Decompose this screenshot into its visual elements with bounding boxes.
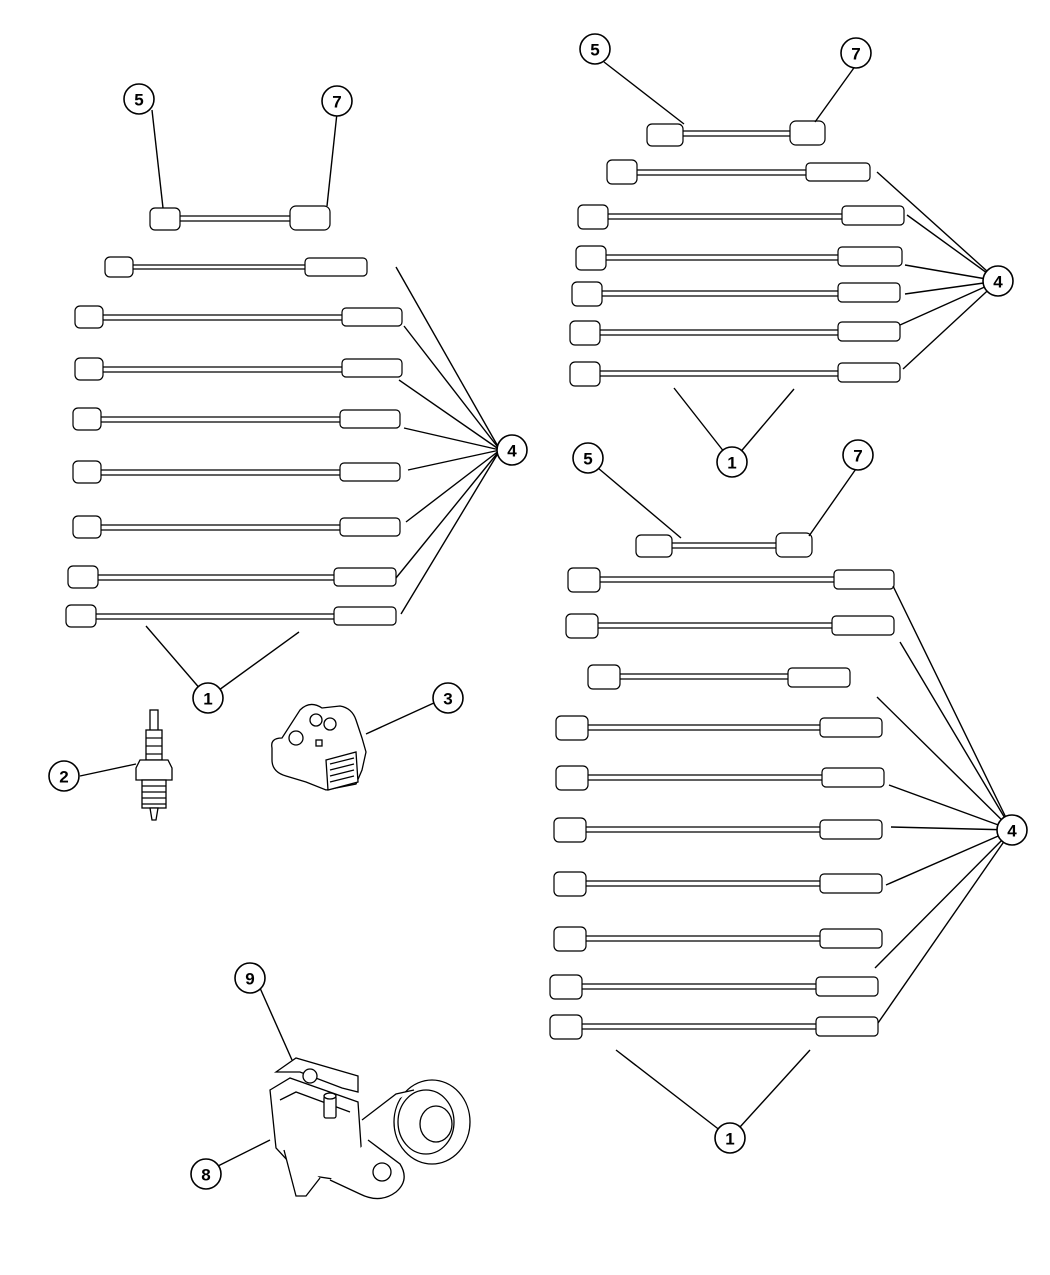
callout-9: 9 <box>234 962 266 994</box>
spark-plug-wire <box>587 664 851 690</box>
callout-7-bottom-right: 7 <box>842 439 874 471</box>
svg-text:9: 9 <box>245 970 254 989</box>
callout-1-left: 1 <box>192 682 224 714</box>
callout-3: 3 <box>432 682 464 714</box>
callout-8: 8 <box>190 1158 222 1190</box>
spark-plug-wire <box>567 567 895 593</box>
callout-7-top-right: 7 <box>840 37 872 69</box>
spark-plug-wire <box>72 407 401 431</box>
spark-plug-wire <box>571 281 901 307</box>
svg-text:7: 7 <box>853 447 862 466</box>
svg-text:1: 1 <box>725 1130 734 1149</box>
spark-plug-wire <box>555 715 883 741</box>
svg-text:1: 1 <box>727 454 736 473</box>
ignition-coil-assembly <box>217 987 471 1200</box>
svg-text:4: 4 <box>1007 822 1017 841</box>
svg-text:7: 7 <box>851 45 860 64</box>
callout-1-top-right: 1 <box>716 446 748 478</box>
callout-4-bottom-right: 4 <box>996 814 1028 846</box>
svg-text:3: 3 <box>443 690 452 709</box>
spark-plug-wire <box>553 926 883 952</box>
spark-plug-wire <box>65 604 397 628</box>
spark-plug-wire <box>72 515 401 539</box>
svg-text:2: 2 <box>59 768 68 787</box>
svg-text:4: 4 <box>993 273 1003 292</box>
wire-separator <box>271 701 437 791</box>
spark-plug-wire <box>577 204 905 230</box>
left-wire-set <box>65 109 501 699</box>
svg-text:5: 5 <box>590 41 599 60</box>
coil-wire-left <box>149 205 331 231</box>
callout-7-left: 7 <box>321 85 353 117</box>
bottom-right-wire-set <box>549 465 1013 1139</box>
callout-2: 2 <box>48 760 80 792</box>
svg-text:8: 8 <box>201 1166 210 1185</box>
callout-5-top-right: 5 <box>579 33 611 65</box>
svg-text:5: 5 <box>583 450 592 469</box>
spark-plug-wire <box>565 613 895 639</box>
spark-plug-wire <box>553 871 883 897</box>
top-right-wire-set <box>569 61 999 463</box>
spark-plug-wire <box>67 565 397 589</box>
spark-plug-wire <box>569 361 901 387</box>
spark-plug-wire <box>74 305 403 329</box>
callout-5-bottom-right: 5 <box>572 442 604 474</box>
spark-plug-wire <box>555 765 885 791</box>
spark-plug-wire <box>606 159 871 185</box>
spark-plug-wire <box>549 1014 879 1040</box>
spark-plug-wire <box>553 817 883 843</box>
callout-1-bottom-right: 1 <box>714 1122 746 1154</box>
svg-text:1: 1 <box>203 690 212 709</box>
spark-plug-wire <box>74 357 403 381</box>
svg-text:4: 4 <box>507 442 517 461</box>
spark-plug <box>79 709 173 821</box>
spark-plug-wire <box>569 320 901 346</box>
spark-plug-wire <box>575 245 903 271</box>
coil-wire-top-right <box>646 120 826 147</box>
svg-text:5: 5 <box>134 91 143 110</box>
svg-text:7: 7 <box>332 93 341 112</box>
spark-plug-wire <box>104 256 368 278</box>
callout-5-left: 5 <box>123 83 155 115</box>
coil-wire-bottom-right <box>635 532 813 558</box>
callout-4-top-right: 4 <box>982 265 1014 297</box>
callout-4-left: 4 <box>496 434 528 466</box>
spark-plug-wire <box>549 974 879 1000</box>
spark-plug-wire <box>72 460 401 484</box>
